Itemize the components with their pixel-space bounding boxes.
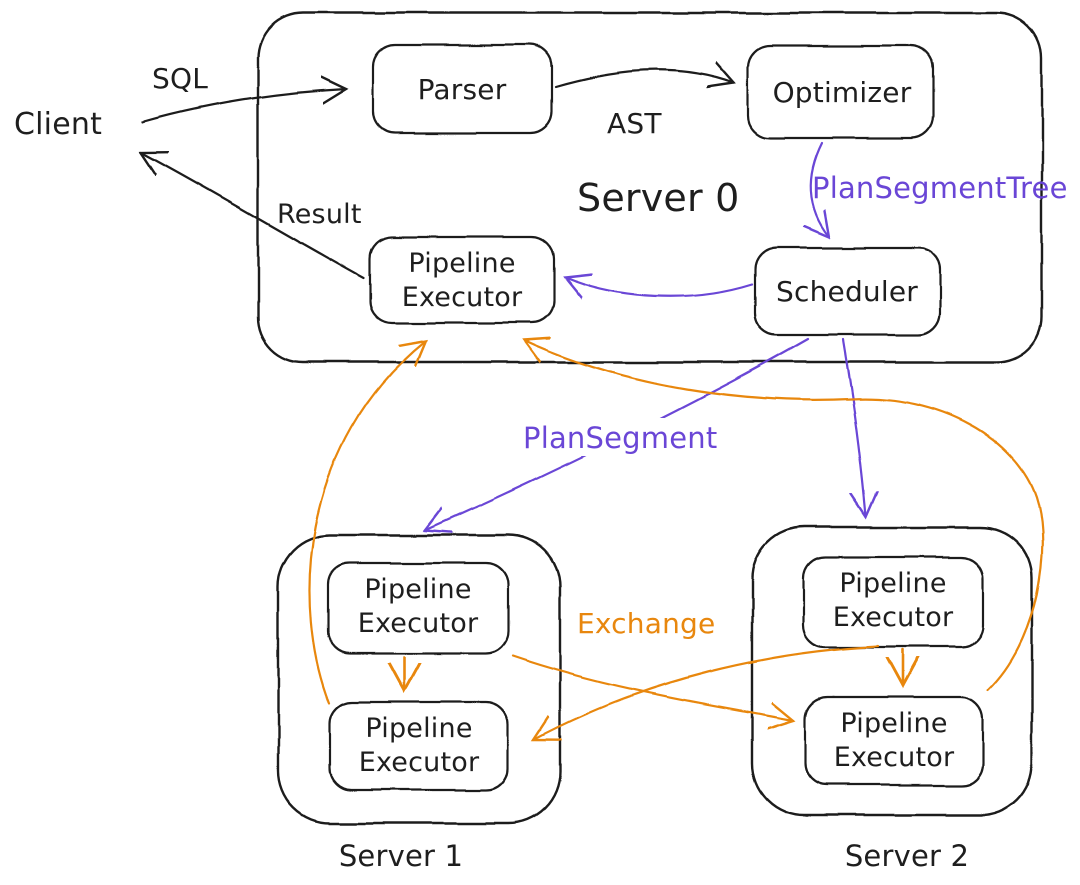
plan-segment-label-background [515,418,711,456]
exchange-arrow-server2-to-server1 [534,644,880,739]
result-arrow [141,152,366,280]
pipeline-executor-label-server1-bottom-line2: Executor [359,747,480,778]
server1-box [276,533,562,825]
pipeline-executor-node-box-server1-top [326,561,510,655]
pipeline-executor-label-server2-bottom-line1: Pipeline [840,708,947,739]
server2-label: Server 2 [845,839,969,873]
scheduler-node-label: Scheduler [776,275,918,308]
pipeline-executor-label-server0-line2: Executor [402,282,523,313]
pipeline-executor-label-server2-bottom-line2: Executor [834,742,955,773]
exchange-edge-label: Exchange [577,607,715,640]
result-edge-label: Result [277,199,362,230]
pipeline-executor-label-server1-top-line1: Pipeline [364,574,471,605]
pipeline-executor-node-box-server0 [368,235,556,325]
pipeline-executor-label-server1-bottom-line1: Pipeline [365,713,472,744]
server0-box [256,11,1044,364]
pipeline-executor-node-box-server2-top [801,555,985,649]
client-label: Client [14,107,102,142]
sql-edge-label: SQL [152,62,208,95]
pipeline-executor-label-server0-line1: Pipeline [408,248,515,279]
pipeline-executor-label-server2-top-line2: Executor [833,602,954,633]
exchange-arrow-server2-to-server0 [524,340,1044,692]
pipeline-executor-label-server2-top-line1: Pipeline [839,568,946,599]
plan-segment-edge-label: PlanSegment [523,421,717,455]
diagram-labels-layer: Client SQL AST Result Server 0 PlanSegme… [14,62,1068,873]
plan-segment-arrow-to-server2 [841,338,866,517]
server1-label: Server 1 [339,839,463,873]
optimizer-node-label: Optimizer [773,76,912,109]
parser-node-box [371,43,554,135]
exchange-arrow-server1-to-server0 [308,341,426,705]
ast-arrow [554,70,734,86]
pipeline-executor-node-box-server2-bottom [803,695,985,787]
plan-segment-tree-edge-label: PlanSegmentTree [812,171,1068,205]
exchange-arrow-server1-to-server2 [510,654,793,720]
plan-segment-tree-arrow [811,141,829,237]
sql-arrow [140,89,346,124]
server0-label: Server 0 [577,176,739,220]
diagram-shapes-layer [140,11,1044,825]
scheduler-node-box [753,246,942,337]
pipeline-executor-label-server1-top-line2: Executor [358,608,479,639]
scheduler-to-executor-arrow [565,277,754,296]
optimizer-node-box [746,44,935,140]
ast-edge-label: AST [607,107,662,140]
pipeline-executor-node-box-server1-bottom [328,700,510,792]
parser-node-label: Parser [418,73,507,106]
server2-box [750,525,1034,817]
